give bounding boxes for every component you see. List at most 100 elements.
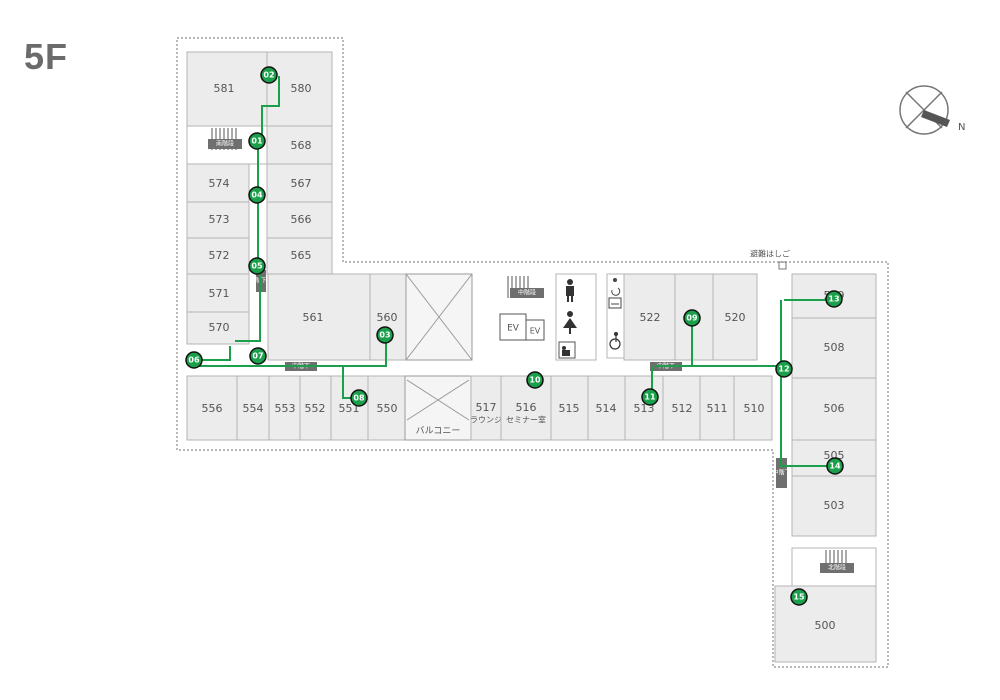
accessible-pictogram-icon <box>611 278 621 296</box>
room-552-label: 552 <box>305 402 326 415</box>
elevator-1-label: EV <box>507 324 520 334</box>
marker-04[interactable]: 04 <box>248 186 266 204</box>
room-554[interactable] <box>236 375 270 441</box>
marker-09[interactable]: 09 <box>683 309 701 327</box>
balcony <box>404 375 472 441</box>
marker-15-label: 15 <box>793 593 805 602</box>
marker-07[interactable]: 07 <box>249 347 267 365</box>
route-segment-west <box>194 346 231 361</box>
room-510[interactable] <box>733 375 773 441</box>
room-520[interactable] <box>712 273 758 361</box>
accessible-restroom <box>606 273 625 359</box>
marker-02-label: 02 <box>263 71 274 80</box>
south-stairs-label: 南階段 <box>216 140 234 148</box>
room-574-label: 574 <box>209 177 230 190</box>
balcony-label: バルコニー <box>416 426 461 437</box>
south-stairs-tag <box>208 139 242 149</box>
room-572-label: 572 <box>209 249 230 262</box>
marker-06[interactable]: 06 <box>185 351 203 369</box>
marker-05-label: 05 <box>251 262 263 271</box>
room-580-label: 580 <box>291 82 312 95</box>
room-514[interactable] <box>587 375 626 441</box>
room-515-label: 515 <box>559 402 580 415</box>
marker-13-label: 13 <box>828 295 839 304</box>
west-wing: 581 580 南階段 568 574 567 573 566 572 565 … <box>186 51 407 361</box>
room-572[interactable] <box>186 237 250 275</box>
room-554-label: 554 <box>243 402 264 415</box>
room-550[interactable] <box>367 375 406 441</box>
marker-11-label: 11 <box>644 393 656 402</box>
room-506-label: 506 <box>824 402 845 415</box>
marker-10-label: 10 <box>529 376 541 385</box>
room-573[interactable] <box>186 201 250 239</box>
marker-01[interactable]: 01 <box>248 132 266 150</box>
north-stairs-tag <box>820 563 854 573</box>
room-516-subtitle: セミナー室 <box>506 415 546 425</box>
room-556[interactable] <box>186 375 238 441</box>
room-511[interactable] <box>699 375 735 441</box>
room-581-label: 581 <box>214 82 235 95</box>
marker-14[interactable]: 14 <box>826 457 844 475</box>
room-506[interactable] <box>791 377 877 441</box>
room-573-label: 573 <box>209 213 230 226</box>
room-516-label: 516 <box>516 401 537 414</box>
room-516[interactable] <box>500 375 552 441</box>
toilet-men-icon <box>566 279 574 302</box>
room-500-label: 500 <box>815 619 836 632</box>
marker-13[interactable]: 13 <box>825 290 843 308</box>
marker-11[interactable]: 11 <box>641 388 659 406</box>
room-571[interactable] <box>186 273 250 313</box>
room-513[interactable] <box>624 375 664 441</box>
marker-14-label: 14 <box>829 462 841 471</box>
room-567[interactable] <box>266 163 333 203</box>
marker-12-label: 12 <box>778 365 789 374</box>
room-517[interactable] <box>470 375 502 441</box>
marker-03-label: 03 <box>379 331 390 340</box>
room-565-label: 565 <box>291 249 312 262</box>
marker-07-label: 07 <box>252 352 263 361</box>
marker-04-label: 04 <box>251 191 263 200</box>
room-570[interactable] <box>186 311 250 345</box>
room-512[interactable] <box>662 375 701 441</box>
room-553-label: 553 <box>275 402 296 415</box>
room-571-label: 571 <box>209 287 230 300</box>
marker-09-label: 09 <box>686 314 698 323</box>
elevator-2-label: EV <box>530 327 541 336</box>
marker-08[interactable]: 08 <box>350 389 368 407</box>
middle-stairs-label: 中階段 <box>518 289 536 297</box>
building-outline <box>176 37 889 668</box>
marker-03[interactable]: 03 <box>376 326 394 344</box>
room-517-subtitle: ラウンジ <box>470 416 502 425</box>
marker-12[interactable]: 12 <box>775 360 793 378</box>
room-522[interactable] <box>623 273 676 361</box>
room-517-label: 517 <box>476 401 497 414</box>
room-560[interactable] <box>369 273 407 361</box>
marker-10[interactable]: 10 <box>526 371 544 389</box>
room-510-label: 510 <box>744 402 765 415</box>
room-552[interactable] <box>299 375 332 441</box>
room-568[interactable] <box>266 125 333 165</box>
room-581[interactable] <box>186 51 268 127</box>
room-566-label: 566 <box>291 213 312 226</box>
north-stairs-label: 北階段 <box>828 564 846 572</box>
room-574[interactable] <box>186 163 250 203</box>
east-stair-tag-label: 中階下 <box>772 469 790 477</box>
nursing-room-icon <box>558 341 576 359</box>
room-508[interactable] <box>791 317 877 379</box>
marker-02[interactable]: 02 <box>260 66 278 84</box>
room-570-label: 570 <box>209 321 230 334</box>
room-508-label: 508 <box>824 341 845 354</box>
room-503[interactable] <box>791 475 877 537</box>
wheelchair-icon <box>609 332 621 350</box>
floor-label: 5F <box>24 36 69 77</box>
marker-05[interactable]: 05 <box>248 257 266 275</box>
room-515[interactable] <box>550 375 589 441</box>
room-560-label: 560 <box>377 311 398 324</box>
compass-letter: N <box>958 122 965 133</box>
marker-15[interactable]: 15 <box>790 588 808 606</box>
room-565[interactable] <box>266 237 333 275</box>
escape-ladder-icon <box>778 261 787 270</box>
central-core: 中階段 EV EV <box>499 273 625 361</box>
room-561[interactable] <box>267 273 371 361</box>
